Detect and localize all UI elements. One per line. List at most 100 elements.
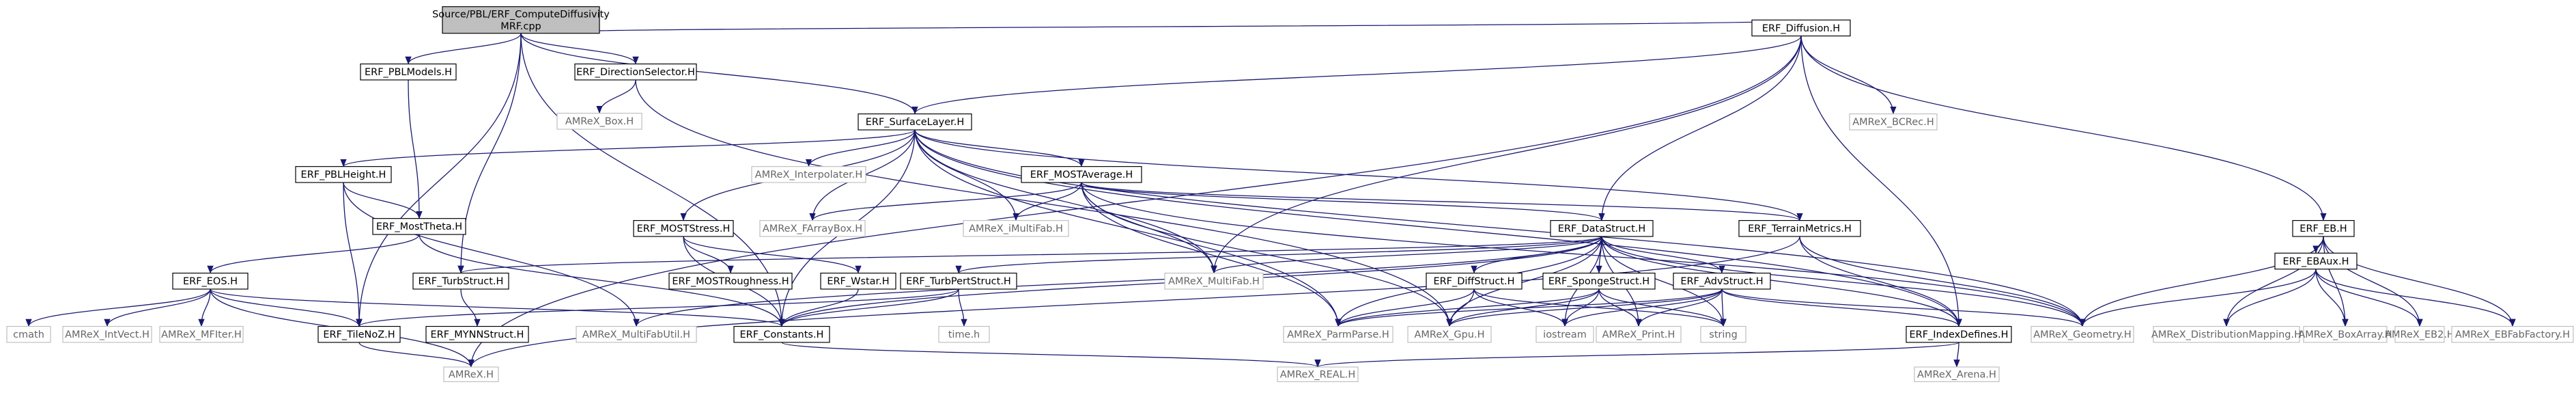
node-spongestruct[interactable]: ERF_SpongeStruct.H — [1542, 272, 1656, 290]
node-box-mynnstruct — [425, 325, 529, 343]
node-datastruct[interactable]: ERF_DataStruct.H — [1550, 220, 1654, 237]
edge-advstruct-to-iostream — [1561, 288, 1723, 327]
node-pblheight[interactable]: ERF_PBLHeight.H — [295, 166, 392, 183]
node-label-turbpert: ERF_TurbPertStruct.H — [906, 276, 1011, 287]
node-box-eb — [2292, 220, 2355, 237]
node-label-ebaux: ERF_EBAux.H — [2282, 256, 2349, 267]
node-label-advstruct: ERF_AdvStruct.H — [1680, 276, 1763, 287]
node-diffusion[interactable]: ERF_Diffusion.H — [1751, 19, 1851, 37]
node-mostavg[interactable]: ERF_MOSTAverage.H — [1021, 166, 1142, 183]
edge-mostavg-to-parmparse — [1081, 182, 1342, 327]
node-constants[interactable]: ERF_Constants.H — [733, 325, 830, 343]
node-box-gpu — [1407, 325, 1492, 343]
node-label-multifabutil: AMReX_MultiFabUtil.H — [582, 329, 690, 340]
node-label-mostrough: ERF_MOSTRoughness.H — [672, 276, 789, 287]
node-label-mostavg: ERF_MOSTAverage.H — [1030, 170, 1133, 180]
node-eb2: AMReX_EB2.H — [2385, 325, 2454, 343]
edge-turbpert-to-tilenoz — [356, 288, 959, 327]
edge-advstruct-to-geometry — [1721, 288, 2086, 327]
node-label-mosttheta: ERF_MostTheta.H — [376, 221, 462, 232]
edge-surflayer-to-terrain — [914, 129, 1803, 221]
edge-turbstruct-to-mynnstruct — [460, 288, 481, 327]
edge-eb-to-geometry — [2079, 236, 2324, 327]
node-label-multifab: AMReX_MultiFab.H — [1168, 276, 1260, 287]
node-box-root — [442, 6, 600, 34]
node-box-turbpert — [900, 272, 1017, 290]
node-box-pblheight — [295, 166, 392, 183]
node-ebfabfactory: AMReX_EBFabFactory.H — [2451, 325, 2574, 343]
edge-wstar-to-constants — [778, 288, 859, 327]
node-parmparse: AMReX_ParmParse.H — [1283, 325, 1393, 343]
node-diffstruct[interactable]: ERF_DiffStruct.H — [1426, 272, 1523, 290]
node-interp: AMReX_Interpolater.H — [751, 166, 866, 183]
edge-constants-to-real — [781, 342, 1321, 368]
node-mosttheta[interactable]: ERF_MostTheta.H — [372, 218, 466, 235]
node-label-ebfabfactory: AMReX_EBFabFactory.H — [2455, 329, 2570, 340]
edge-diffstruct-to-iostream — [1473, 288, 1568, 327]
node-surflayer[interactable]: ERF_SurfaceLayer.H — [858, 113, 972, 131]
node-tilenoz[interactable]: ERF_TileNoZ.H — [317, 325, 401, 343]
node-pblmodels[interactable]: ERF_PBLModels.H — [360, 63, 457, 81]
node-eb[interactable]: ERF_EB.H — [2292, 220, 2355, 237]
node-indexdefines[interactable]: ERF_IndexDefines.H — [1906, 325, 2012, 343]
node-ebaux[interactable]: ERF_EBAux.H — [2274, 252, 2358, 270]
node-label-tilenoz: ERF_TileNoZ.H — [323, 329, 395, 340]
edge-datastruct-to-turbstruct — [458, 236, 1602, 274]
edge-diffusion-to-eb — [1800, 36, 2327, 221]
edge-diffusion-to-amrexh — [468, 36, 1802, 368]
node-terrain[interactable]: ERF_TerrainMetrics.H — [1738, 220, 1861, 237]
node-box-ebfabfactory — [2451, 325, 2574, 343]
edge-terrain-to-amrexh — [468, 236, 1800, 368]
node-box-pblmodels — [360, 63, 457, 81]
node-wstar[interactable]: ERF_Wstar.H — [820, 272, 896, 290]
node-turbpert[interactable]: ERF_TurbPertStruct.H — [900, 272, 1017, 290]
edge-indexdefines-to-arena — [1953, 342, 1960, 368]
node-eos[interactable]: ERF_EOS.H — [172, 272, 249, 290]
edge-eb-to-eb2 — [2323, 236, 2423, 327]
node-label2-root: MRF.cpp — [500, 21, 541, 32]
node-intvect: AMReX_IntVect.H — [62, 325, 152, 343]
node-label-amrexbox: AMReX_Box.H — [565, 116, 634, 127]
node-label-wstar: ERF_Wstar.H — [827, 276, 889, 287]
node-bcrec: AMReX_BCRec.H — [1849, 113, 1938, 131]
node-mostrough[interactable]: ERF_MOSTRoughness.H — [668, 272, 793, 290]
node-box-boxarray — [2303, 325, 2388, 343]
node-label-eb: ERF_EB.H — [2299, 223, 2347, 234]
node-box-advstruct — [1673, 272, 1771, 290]
node-label-root: Source/PBL/ERF_ComputeDiffusivity — [432, 9, 610, 20]
node-box-eb2 — [2394, 325, 2445, 343]
edge-root-to-surflayer — [520, 33, 918, 115]
edge-datastruct-to-string — [1601, 236, 1727, 327]
node-box-amrexbox — [556, 113, 642, 130]
node-timeh: time.h — [938, 325, 990, 343]
node-box-imultifab — [963, 220, 1069, 237]
edge-eos-to-cmath — [25, 288, 211, 327]
node-dirsel[interactable]: ERF_DirectionSelector.H — [574, 63, 697, 81]
node-advstruct[interactable]: ERF_AdvStruct.H — [1673, 272, 1771, 290]
node-label-indexdefines: ERF_IndexDefines.H — [1910, 329, 2009, 340]
node-box-geometry — [2030, 325, 2134, 343]
edge-moststress-to-wstar — [683, 236, 862, 274]
node-box-dirsel — [574, 63, 697, 81]
node-box-parmparse — [1283, 325, 1393, 343]
node-box-diffusion — [1751, 19, 1851, 37]
node-mynnstruct[interactable]: ERF_MYNNStruct.H — [425, 325, 529, 343]
node-box-tilenoz — [317, 325, 401, 343]
node-turbstruct[interactable]: ERF_TurbStruct.H — [412, 272, 509, 290]
node-label-eos: ERF_EOS.H — [183, 276, 238, 287]
edge-advstruct-to-string — [1720, 288, 1727, 327]
node-box-turbstruct — [412, 272, 509, 290]
node-box-indexdefines — [1906, 325, 2012, 343]
edge-indexdefines-to-real — [1314, 342, 1959, 368]
node-label-dirsel: ERF_DirectionSelector.H — [576, 67, 695, 78]
edge-pblmodels-to-mosttheta — [408, 79, 423, 219]
node-moststress[interactable]: ERF_MOSTStress.H — [633, 220, 734, 237]
edge-advstruct-to-parmparse — [1335, 288, 1723, 327]
node-label-farraybox: AMReX_FArrayBox.H — [763, 223, 862, 234]
node-label-bcrec: AMReX_BCRec.H — [1852, 117, 1934, 128]
edge-mosttheta-to-constants — [419, 234, 785, 327]
edge-pblheight-to-multifabutil — [343, 182, 640, 327]
edge-moststress-to-mostrough — [683, 236, 734, 274]
